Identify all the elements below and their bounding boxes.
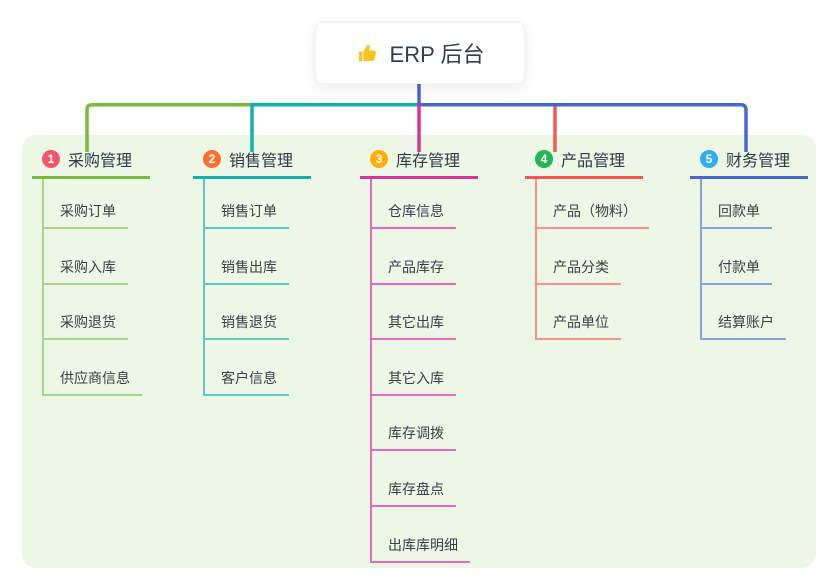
child-node-label: 结算账户 — [702, 312, 786, 341]
child-node-label: 采购订单 — [44, 201, 128, 229]
thumbs-up-icon — [358, 44, 376, 61]
branch-column: 2 销售管理 销售订单销售出库销售退货客户信息 — [193, 148, 312, 396]
branch-title-label: 库存管理 — [396, 153, 461, 170]
child-node[interactable]: 仓库信息 — [372, 179, 470, 229]
branch-children: 产品（物料） 产品分类产品单位 — [535, 179, 649, 341]
child-node[interactable]: 库存调拨 — [372, 396, 470, 452]
branch-column: 3 库存管理 仓库信息产品库存其它出库其它入库库存调拨库存盘点出库库明细 — [360, 148, 479, 563]
child-node[interactable]: 客户信息 — [205, 340, 289, 396]
child-node-label: 销售出库 — [205, 257, 289, 285]
branch-children: 销售订单销售出库销售退货客户信息 — [203, 179, 289, 396]
root-node-label: ERP 后台 — [389, 42, 485, 67]
child-node-label: 出库库明细 — [372, 535, 470, 563]
branch-title-label: 产品管理 — [561, 153, 626, 170]
child-node-label: 产品库存 — [372, 257, 456, 285]
branch-children: 回款单付款单结算账户 — [700, 179, 786, 341]
branch-title[interactable]: 5 财务管理 — [690, 148, 809, 179]
branch-title[interactable]: 3 库存管理 — [360, 148, 479, 179]
branch-title[interactable]: 2 销售管理 — [193, 148, 312, 179]
branch-number-badge: 4 — [535, 150, 553, 168]
child-node[interactable]: 采购退货 — [44, 285, 142, 341]
child-node[interactable]: 销售出库 — [205, 229, 289, 285]
child-node-label: 其它入库 — [372, 368, 456, 396]
branch-title-label: 销售管理 — [229, 153, 294, 170]
child-node-label: 销售订单 — [205, 201, 289, 229]
child-node[interactable]: 采购订单 — [44, 179, 142, 229]
child-node[interactable]: 产品分类 — [537, 229, 649, 285]
child-node-label: 产品分类 — [537, 257, 621, 285]
branch-children: 仓库信息产品库存其它出库其它入库库存调拨库存盘点出库库明细 — [370, 179, 470, 563]
child-node-label: 库存调拨 — [372, 423, 456, 452]
branch-number-badge: 5 — [700, 150, 718, 168]
child-node[interactable]: 其它出库 — [372, 285, 470, 341]
child-node[interactable]: 其它入库 — [372, 340, 470, 396]
branch-title[interactable]: 1 采购管理 — [32, 148, 151, 179]
child-node-label: 采购退货 — [44, 312, 128, 341]
child-node[interactable]: 库存盘点 — [372, 451, 470, 507]
child-node[interactable]: 产品库存 — [372, 229, 470, 285]
branch-title[interactable]: 4 产品管理 — [525, 148, 644, 179]
branch-title-label: 采购管理 — [68, 153, 133, 170]
branch-number-badge: 3 — [370, 150, 388, 168]
branch-column: 5 财务管理 回款单付款单结算账户 — [690, 148, 809, 341]
child-node-label: 其它出库 — [372, 312, 456, 341]
child-node[interactable]: 付款单 — [702, 229, 786, 285]
branch-column: 4 产品管理 产品（物料） 产品分类产品单位 — [525, 148, 649, 341]
child-node[interactable]: 回款单 — [702, 179, 786, 229]
branch-number-badge: 2 — [203, 150, 221, 168]
child-node-label: 产品（物料） — [537, 201, 649, 229]
branch-title-label: 财务管理 — [726, 153, 791, 170]
child-node-label: 仓库信息 — [372, 201, 456, 229]
child-node[interactable]: 产品单位 — [537, 285, 649, 341]
child-node[interactable]: 采购入库 — [44, 229, 142, 285]
child-node-label: 回款单 — [702, 201, 772, 229]
child-node[interactable]: 结算账户 — [702, 285, 786, 341]
child-node-label: 产品单位 — [537, 312, 621, 341]
child-node[interactable]: 产品（物料） — [537, 179, 649, 229]
child-node[interactable]: 出库库明细 — [372, 507, 470, 563]
child-node-label: 付款单 — [702, 257, 772, 285]
child-node-label: 采购入库 — [44, 257, 128, 285]
child-node[interactable]: 供应商信息 — [44, 340, 142, 396]
root-node[interactable]: ERP 后台 — [315, 22, 525, 84]
child-node-label: 销售退货 — [205, 312, 289, 341]
branch-children: 采购订单采购入库采购退货供应商信息 — [42, 179, 142, 396]
child-node-label: 库存盘点 — [372, 479, 456, 507]
branch-number-badge: 1 — [42, 150, 60, 168]
child-node[interactable]: 销售订单 — [205, 179, 289, 229]
branches-panel — [22, 135, 816, 568]
child-node-label: 客户信息 — [205, 368, 289, 396]
child-node-label: 供应商信息 — [44, 368, 142, 396]
child-node[interactable]: 销售退货 — [205, 285, 289, 341]
branch-column: 1 采购管理 采购订单采购入库采购退货供应商信息 — [32, 148, 151, 396]
